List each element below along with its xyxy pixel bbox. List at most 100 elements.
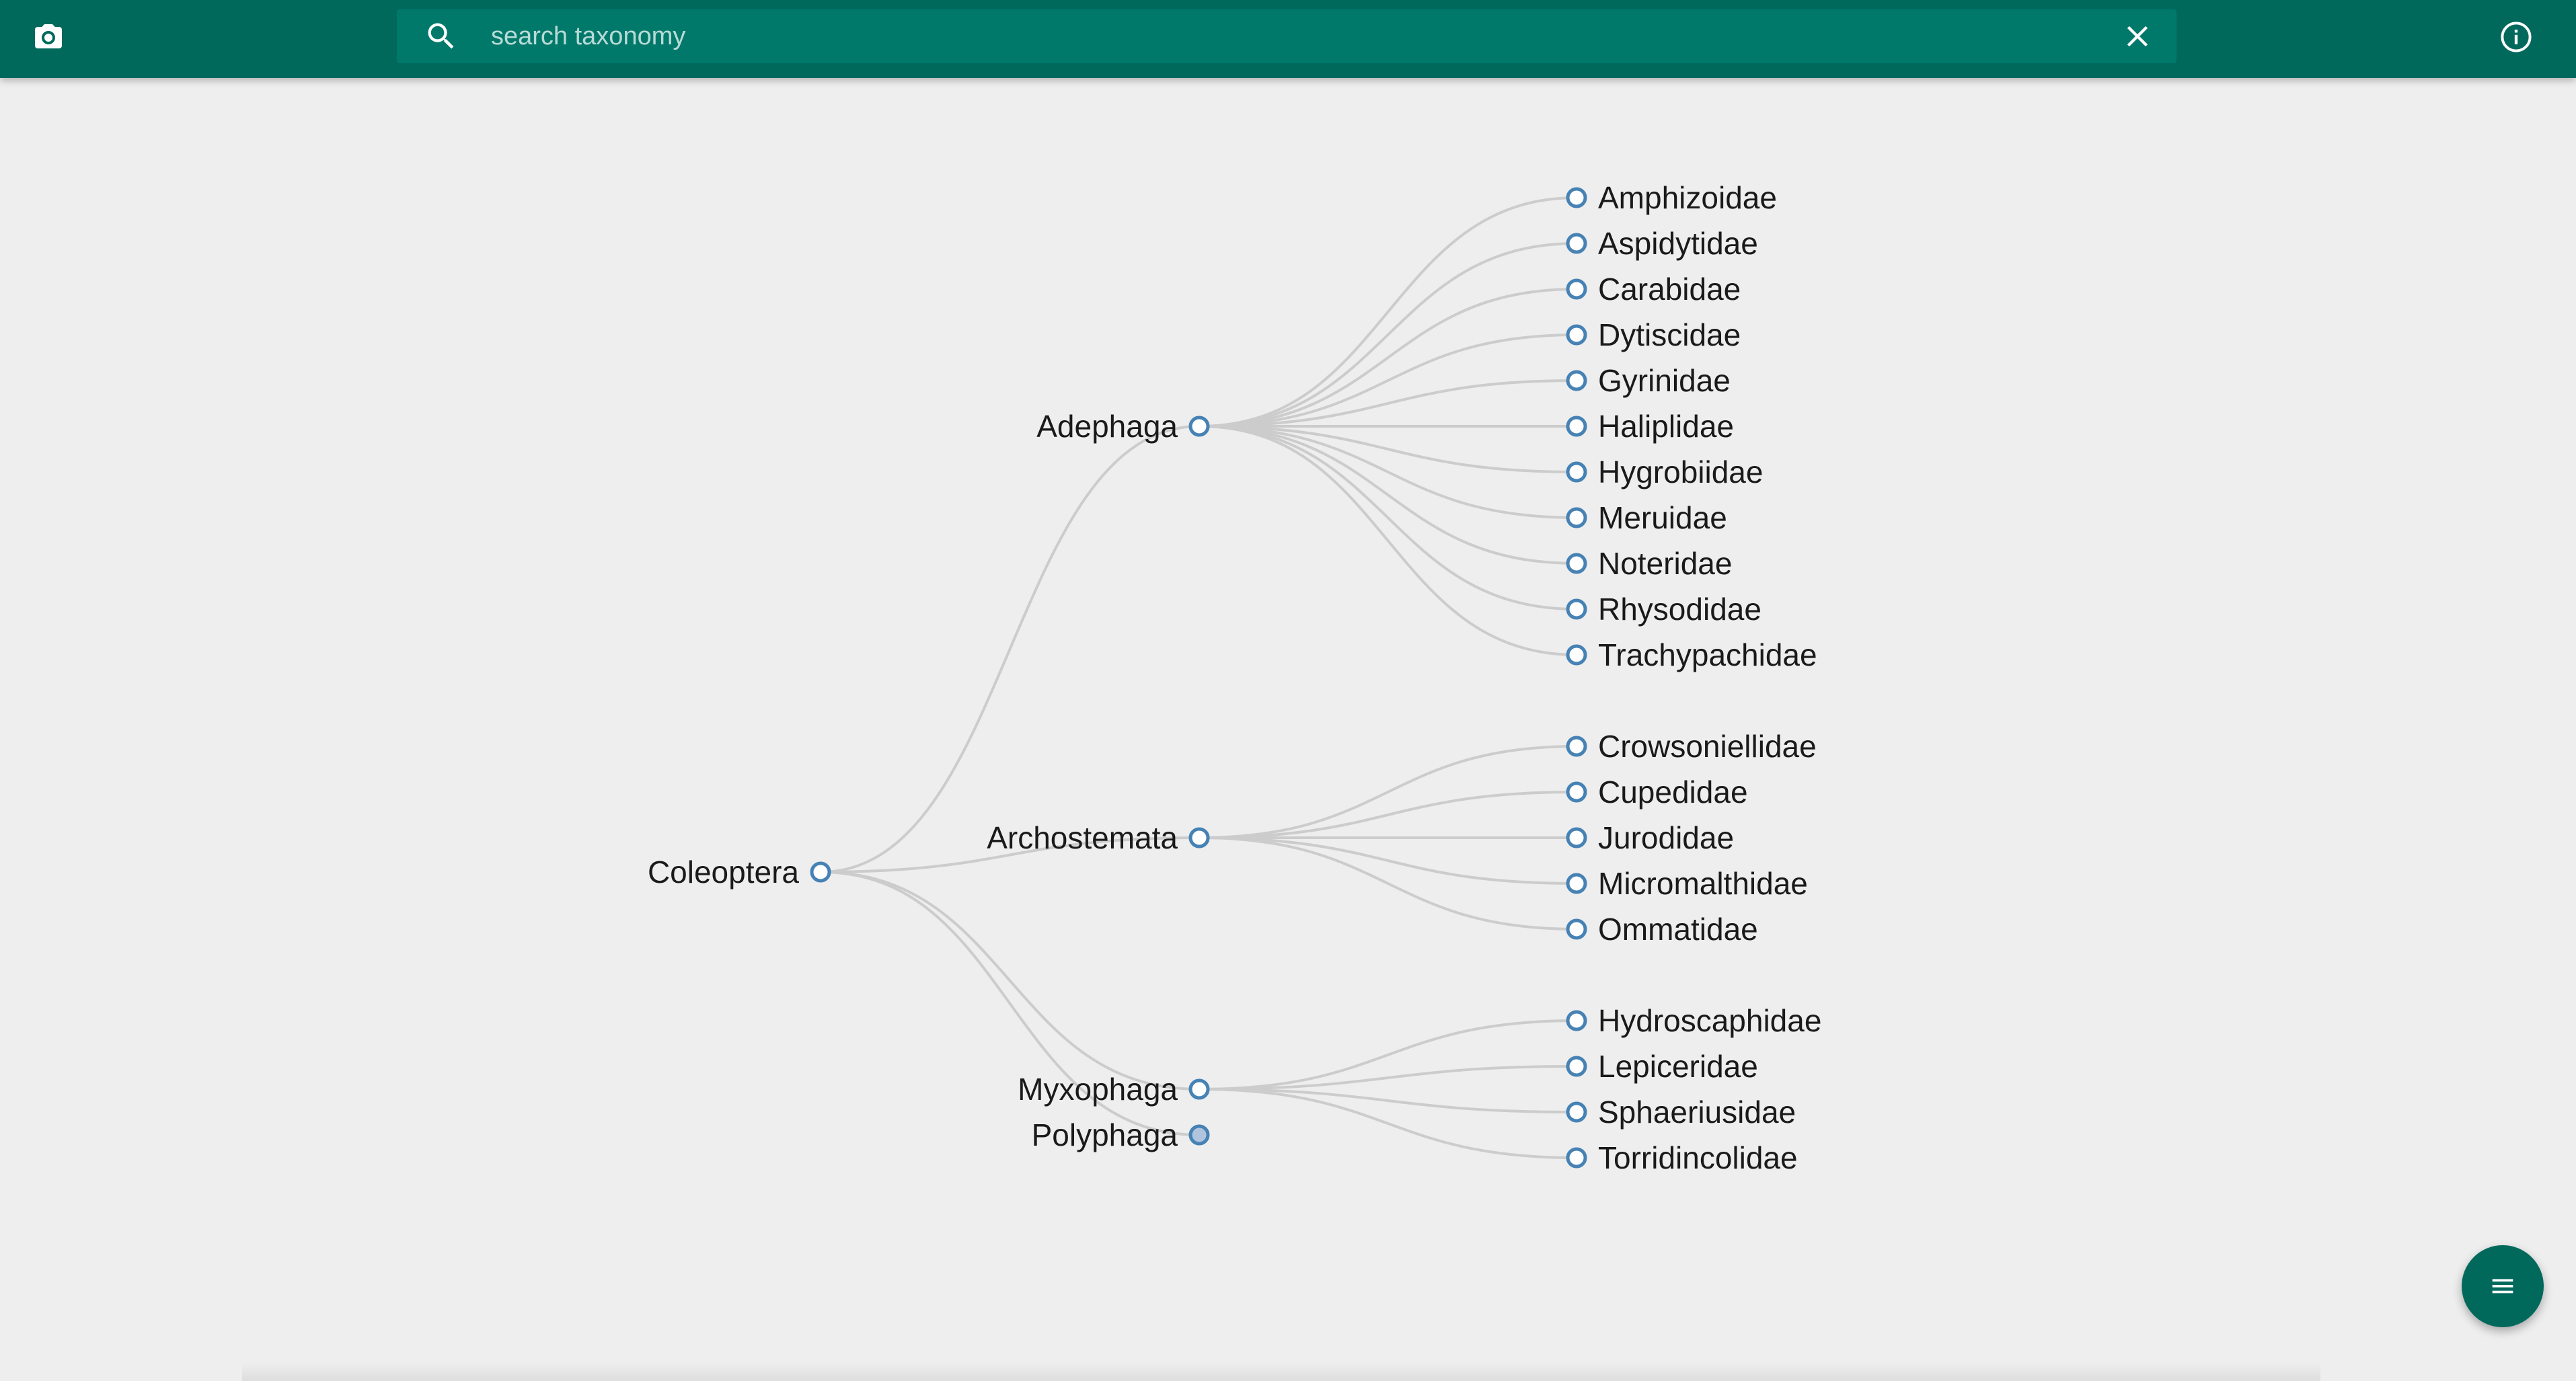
link-adephaga-dytiscidae (1199, 333, 1577, 428)
link-adephaga-meruidae (1199, 425, 1577, 519)
link-adephaga-trachypachidae (1199, 425, 1577, 656)
node-polyphaga[interactable]: Polyphaga (1032, 1117, 1210, 1152)
node-coleoptera[interactable]: Coleoptera (648, 855, 831, 890)
info-icon (2501, 22, 2532, 52)
node-hydroscaphidae-label[interactable]: Hydroscaphidae (1598, 1003, 1821, 1038)
node-micromalthidae-label[interactable]: Micromalthidae (1598, 866, 1808, 901)
node-gyrinidae-label[interactable]: Gyrinidae (1598, 363, 1731, 398)
node-aspidytidae[interactable]: Aspidytidae (1566, 226, 1758, 261)
node-haliplidae-circle[interactable] (1566, 416, 1587, 437)
link-adephaga-gyrinidae (1199, 379, 1577, 428)
node-torridincolidae-circle[interactable] (1566, 1147, 1587, 1169)
node-carabidae[interactable]: Carabidae (1566, 272, 1741, 307)
node-archostemata-circle[interactable] (1188, 827, 1210, 849)
link-myxophaga-lepiceridae (1199, 1065, 1577, 1091)
node-micromalthidae[interactable]: Micromalthidae (1566, 866, 1808, 901)
node-hygrobiidae-circle[interactable] (1566, 461, 1587, 483)
node-myxophaga[interactable]: Myxophaga (1018, 1072, 1210, 1107)
node-carabidae-label[interactable]: Carabidae (1598, 272, 1741, 307)
node-ommatidae-label[interactable]: Ommatidae (1598, 912, 1758, 947)
node-jurodidae-circle[interactable] (1566, 827, 1587, 849)
node-adephaga-label[interactable]: Adephaga (1036, 409, 1178, 444)
node-coleoptera-label[interactable]: Coleoptera (648, 855, 799, 890)
node-trachypachidae-circle[interactable] (1566, 644, 1587, 666)
node-myxophaga-label[interactable]: Myxophaga (1018, 1072, 1178, 1107)
node-hygrobiidae-label[interactable]: Hygrobiidae (1598, 455, 1763, 489)
node-jurodidae[interactable]: Jurodidae (1566, 820, 1734, 855)
node-ommatidae-circle[interactable] (1566, 918, 1587, 940)
link-adephaga-aspidytidae (1199, 242, 1577, 428)
node-archostemata[interactable]: Archostemata (987, 820, 1210, 855)
node-cupedidae-circle[interactable] (1566, 781, 1587, 803)
node-lepiceridae-circle[interactable] (1566, 1056, 1587, 1077)
node-amphizoidae-label[interactable]: Amphizoidae (1598, 180, 1777, 215)
link-adephaga-rhysodidae (1199, 425, 1577, 610)
node-amphizoidae-circle[interactable] (1566, 187, 1587, 208)
node-ommatidae[interactable]: Ommatidae (1566, 912, 1758, 947)
node-jurodidae-label[interactable]: Jurodidae (1598, 820, 1734, 855)
node-polyphaga-circle[interactable] (1188, 1124, 1210, 1146)
search-input[interactable] (491, 16, 2078, 56)
node-adephaga[interactable]: Adephaga (1036, 409, 1210, 444)
node-noteridae[interactable]: Noteridae (1566, 546, 1732, 581)
node-carabidae-circle[interactable] (1566, 278, 1587, 300)
node-gyrinidae-circle[interactable] (1566, 370, 1587, 391)
node-cupedidae[interactable]: Cupedidae (1566, 775, 1748, 810)
node-trachypachidae[interactable]: Trachypachidae (1566, 637, 1817, 672)
node-adephaga-circle[interactable] (1188, 416, 1210, 437)
node-noteridae-circle[interactable] (1566, 553, 1587, 574)
node-haliplidae-label[interactable]: Haliplidae (1598, 409, 1734, 444)
node-polyphaga-label[interactable]: Polyphaga (1032, 1117, 1178, 1152)
node-torridincolidae-label[interactable]: Torridincolidae (1598, 1140, 1798, 1175)
node-noteridae-label[interactable]: Noteridae (1598, 546, 1732, 581)
node-rhysodidae[interactable]: Rhysodidae (1566, 592, 1761, 627)
close-icon[interactable] (2120, 19, 2155, 54)
node-dytiscidae-circle[interactable] (1566, 324, 1587, 346)
node-hydroscaphidae-circle[interactable] (1566, 1010, 1587, 1031)
node-sphaeriusidae-label[interactable]: Sphaeriusidae (1598, 1095, 1796, 1130)
node-meruidae[interactable]: Meruidae (1566, 500, 1727, 535)
bottom-panel-edge (242, 1362, 2320, 1381)
link-archostemata-cupedidae (1199, 791, 1577, 839)
link-myxophaga-torridincolidae (1199, 1088, 1577, 1159)
node-crowsoniellidae[interactable]: Crowsoniellidae (1566, 729, 1817, 764)
search-icon (428, 23, 454, 49)
link-myxophaga-hydroscaphidae (1199, 1019, 1577, 1091)
node-dytiscidae-label[interactable]: Dytiscidae (1598, 317, 1741, 352)
link-archostemata-crowsoniellidae (1199, 745, 1577, 839)
node-hygrobiidae[interactable]: Hygrobiidae (1566, 455, 1763, 489)
node-meruidae-label[interactable]: Meruidae (1598, 500, 1727, 535)
node-cupedidae-label[interactable]: Cupedidae (1598, 775, 1748, 810)
link-coleoptera-archostemata (820, 836, 1200, 873)
link-archostemata-micromalthidae (1199, 836, 1577, 885)
node-myxophaga-circle[interactable] (1188, 1078, 1210, 1100)
node-haliplidae[interactable]: Haliplidae (1566, 409, 1734, 444)
node-hydroscaphidae[interactable]: Hydroscaphidae (1566, 1003, 1821, 1038)
node-archostemata-label[interactable]: Archostemata (987, 820, 1178, 855)
link-adephaga-carabidae (1199, 288, 1577, 428)
node-rhysodidae-circle[interactable] (1566, 598, 1587, 620)
node-dytiscidae[interactable]: Dytiscidae (1566, 317, 1741, 352)
node-sphaeriusidae[interactable]: Sphaeriusidae (1566, 1095, 1796, 1130)
node-gyrinidae[interactable]: Gyrinidae (1566, 363, 1731, 398)
node-micromalthidae-circle[interactable] (1566, 873, 1587, 894)
node-crowsoniellidae-circle[interactable] (1566, 736, 1587, 757)
node-lepiceridae-label[interactable]: Lepiceridae (1598, 1049, 1758, 1084)
node-sphaeriusidae-circle[interactable] (1566, 1101, 1587, 1123)
camera-icon (35, 24, 62, 48)
link-adephaga-noteridae (1199, 425, 1577, 565)
link-archostemata-ommatidae (1199, 836, 1577, 931)
node-coleoptera-circle[interactable] (810, 861, 831, 883)
node-lepiceridae[interactable]: Lepiceridae (1566, 1049, 1758, 1084)
node-torridincolidae[interactable]: Torridincolidae (1566, 1140, 1798, 1175)
node-rhysodidae-label[interactable]: Rhysodidae (1598, 592, 1761, 627)
node-aspidytidae-label[interactable]: Aspidytidae (1598, 226, 1758, 261)
node-trachypachidae-label[interactable]: Trachypachidae (1598, 637, 1817, 672)
node-meruidae-circle[interactable] (1566, 507, 1587, 528)
info-button[interactable] (2493, 13, 2540, 61)
node-crowsoniellidae-label[interactable]: Crowsoniellidae (1598, 729, 1817, 764)
node-amphizoidae[interactable]: Amphizoidae (1566, 180, 1777, 215)
menu-fab-button[interactable] (2462, 1245, 2544, 1327)
screenshot-button[interactable] (27, 15, 70, 58)
node-aspidytidae-circle[interactable] (1566, 233, 1587, 254)
